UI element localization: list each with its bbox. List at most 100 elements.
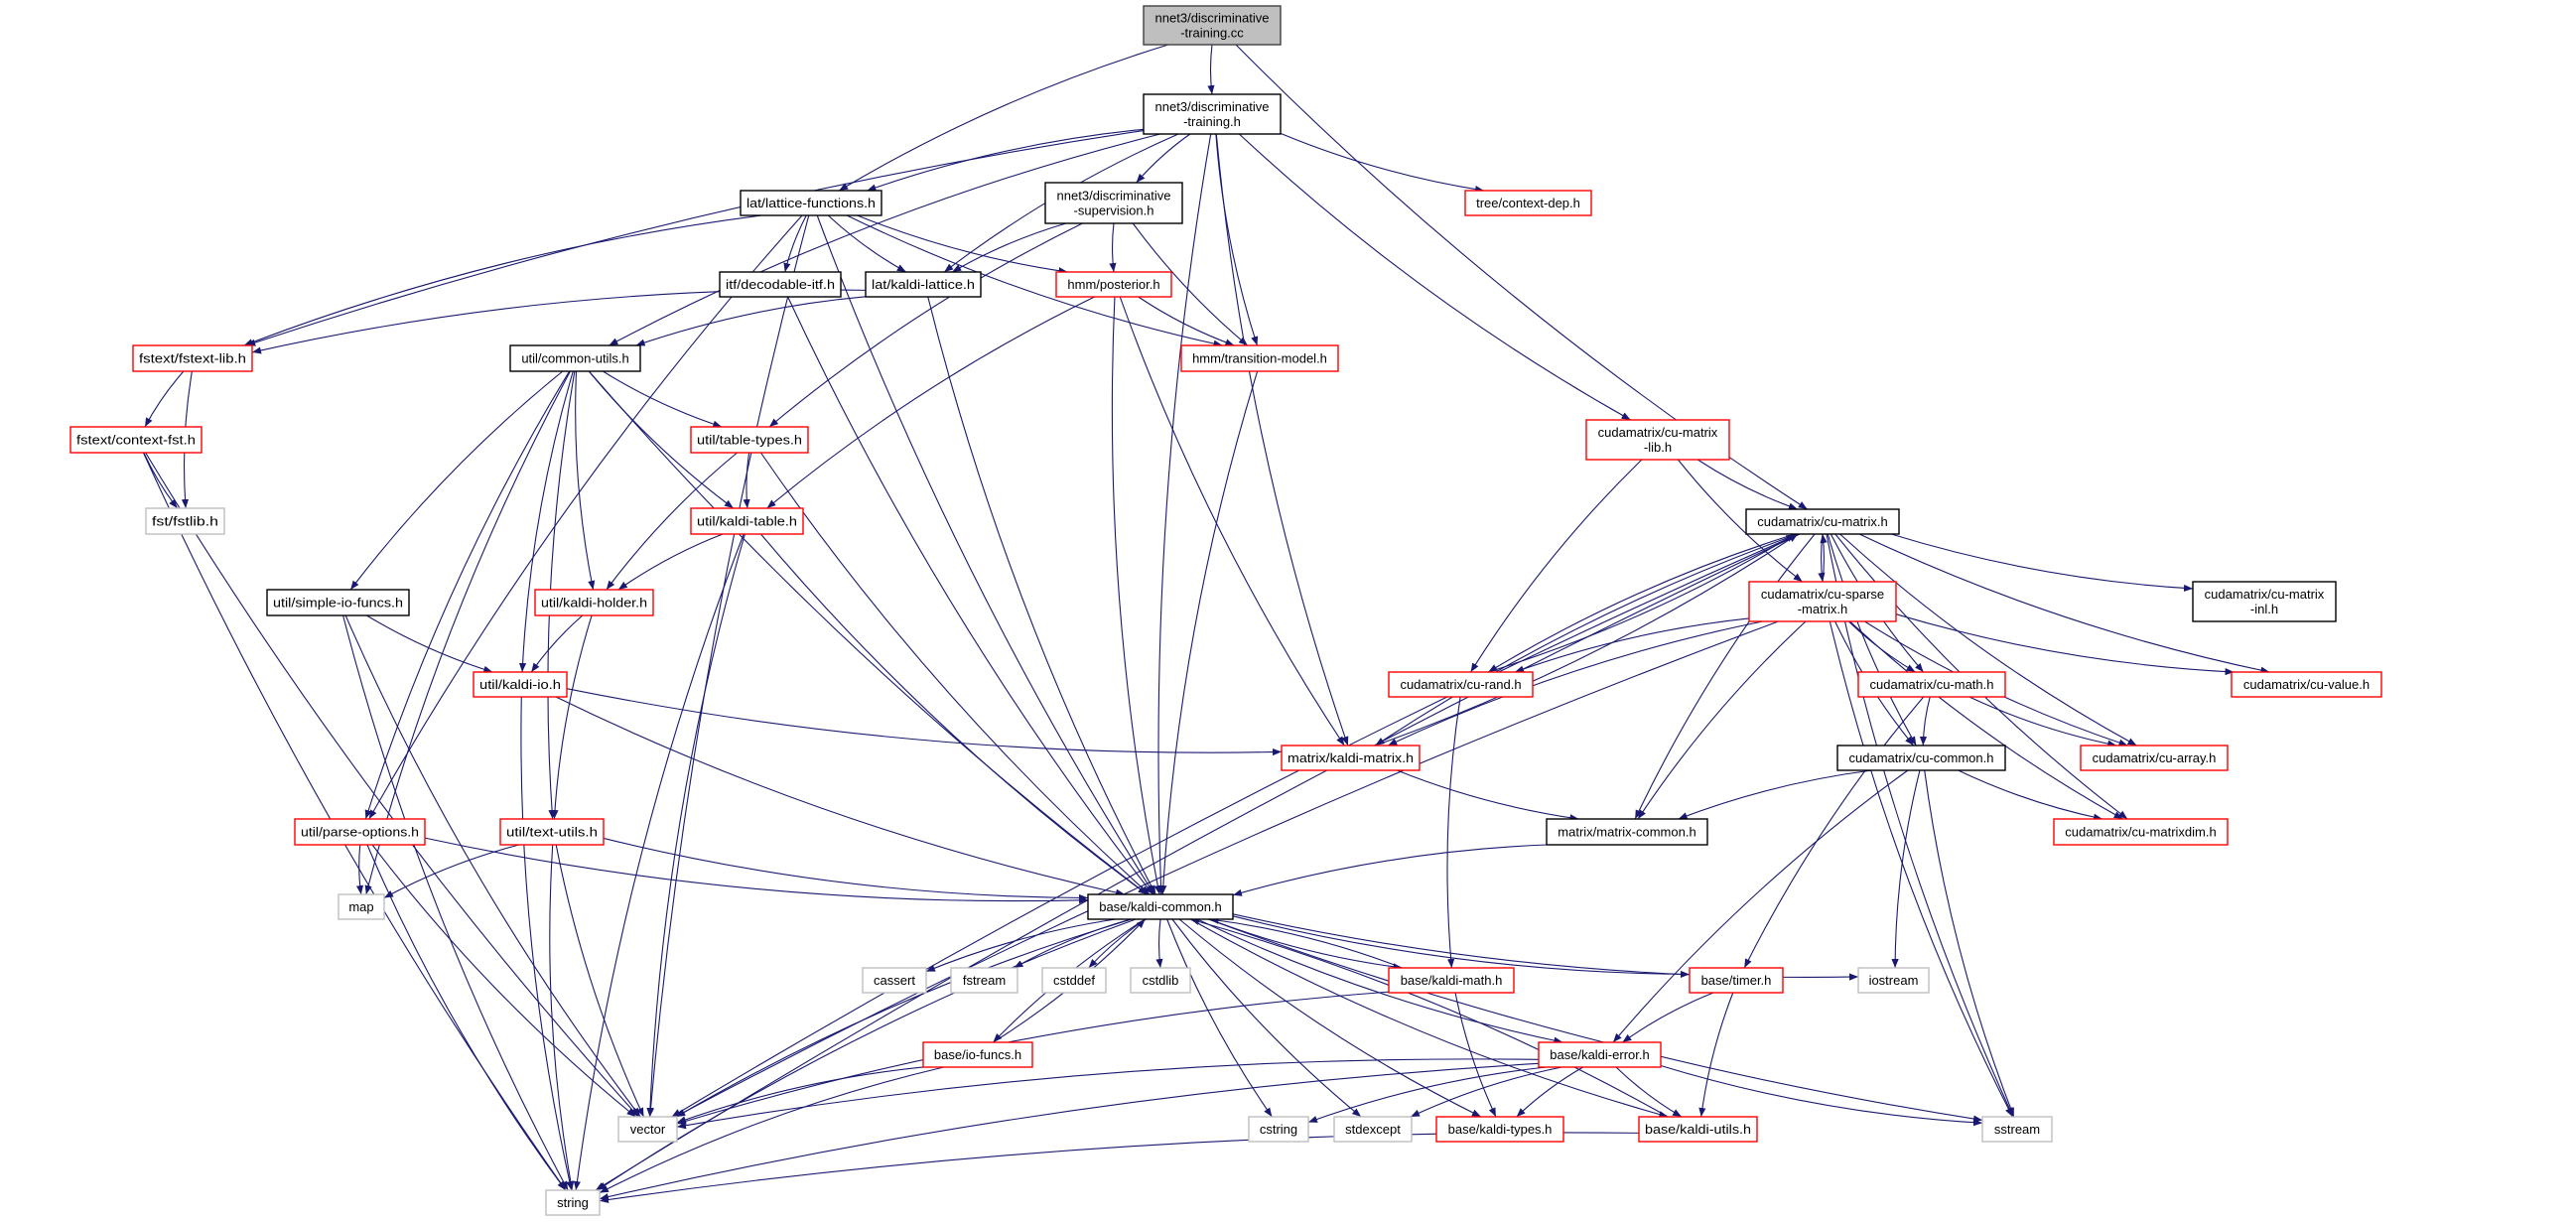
- node-kaldiutils[interactable]: base/kaldi-utils.h: [1638, 1116, 1758, 1143]
- node-matrixcommon[interactable]: matrix/matrix-common.h: [1546, 818, 1708, 846]
- edge-tcc-to-latfun: [838, 44, 1169, 192]
- edge-latfun-to-decitf: [783, 214, 807, 273]
- node-tabletypes[interactable]: util/table-types.h: [690, 426, 809, 454]
- edge-cusparse-to-matrixcommon: [1637, 620, 1807, 820]
- node-iostream: iostream: [1857, 967, 1930, 994]
- node-cuarray[interactable]: cudamatrix/cu-array.h: [2080, 745, 2229, 771]
- node-timer[interactable]: base/timer.h: [1689, 967, 1784, 994]
- edge-tabletypes-to-kalditable: [743, 452, 750, 509]
- edge-kaldicommon-to-kalditypes: [1178, 918, 1482, 1118]
- edge-parseoptions-to-vector: [371, 844, 636, 1118]
- node-box: [499, 818, 605, 846]
- node-textutils[interactable]: util/text-utils.h: [499, 818, 605, 846]
- node-commonutils[interactable]: util/common-utils.h: [509, 344, 641, 372]
- node-label: cudamatrix/cu-matrixdim.h: [2065, 825, 2216, 840]
- edge-th-to-kaldimatrix: [1215, 133, 1349, 747]
- node-kaldiio[interactable]: util/kaldi-io.h: [473, 671, 568, 698]
- node-label: util/parse-options.h: [301, 825, 419, 840]
- node-parseoptions[interactable]: util/parse-options.h: [294, 818, 426, 846]
- node-cucommon[interactable]: cudamatrix/cu-common.h: [1836, 745, 2006, 771]
- edge-tabletypes-to-kaldiholder: [606, 452, 738, 591]
- node-label: -supervision.h: [1074, 204, 1154, 218]
- edge-kalditable-to-string: [573, 533, 745, 1191]
- node-simpleio[interactable]: util/simple-io-funcs.h: [266, 589, 410, 616]
- edge-iofuncs-to-string: [599, 1066, 944, 1194]
- edge-commonutils-to-simpleio: [349, 370, 564, 591]
- node-cassert: cassert: [862, 967, 927, 994]
- node-latfun[interactable]: lat/lattice-functions.h: [740, 190, 882, 216]
- node-cumatrixdim[interactable]: cudamatrix/cu-matrixdim.h: [2053, 818, 2229, 846]
- node-superv[interactable]: nnet3/discriminative-supervision.h: [1044, 182, 1183, 224]
- node-th[interactable]: nnet3/discriminative-training.h: [1143, 93, 1282, 135]
- node-label: util/table-types.h: [697, 433, 802, 448]
- node-box: [1546, 818, 1708, 846]
- edge-th-to-fstextlib: [246, 129, 1145, 346]
- edge-simpleio-to-kaldiio: [366, 614, 493, 673]
- node-cumatlib[interactable]: cudamatrix/cu-matrix-lib.h: [1585, 419, 1730, 461]
- edge-cusparse-to-sstream: [1829, 620, 2013, 1118]
- edge-th-to-superv: [1136, 133, 1191, 184]
- node-label: fstext/context-fst.h: [76, 433, 196, 448]
- node-cumath[interactable]: cudamatrix/cu-math.h: [1857, 671, 2006, 698]
- edge-th-to-cumatlib: [1239, 133, 1631, 421]
- node-contextfst[interactable]: fstext/context-fst.h: [69, 426, 203, 454]
- node-label: cstring: [1260, 1122, 1297, 1137]
- node-cumatrix[interactable]: cudamatrix/cu-matrix.h: [1745, 508, 1900, 535]
- edge-posterior-to-transmodel: [1138, 296, 1235, 346]
- node-label: base/kaldi-common.h: [1099, 899, 1222, 914]
- node-kalditable[interactable]: util/kaldi-table.h: [690, 507, 804, 535]
- node-label: util/kaldi-io.h: [479, 677, 561, 692]
- edge-parseoptions-to-kaldicommon: [424, 837, 1089, 904]
- edge-cumatrix-to-cusparse: [1818, 533, 1826, 583]
- node-kaldicommon[interactable]: base/kaldi-common.h: [1087, 893, 1234, 920]
- node-kaldiholder[interactable]: util/kaldi-holder.h: [534, 589, 654, 616]
- node-transmodel[interactable]: hmm/transition-model.h: [1180, 344, 1339, 372]
- node-cumatinl[interactable]: cudamatrix/cu-matrix-inl.h: [2192, 581, 2337, 622]
- node-label: fst/fstlib.h: [152, 514, 218, 529]
- edge-textutils-to-kaldicommon: [603, 837, 1089, 902]
- edge-kaldiutils-to-kaldicommon: [1190, 917, 1669, 1118]
- edge-contextfst-to-fstlib: [143, 452, 179, 509]
- node-box: [1087, 893, 1234, 920]
- node-box: [2053, 818, 2229, 846]
- node-label: vector: [630, 1122, 666, 1137]
- node-kaldimatrix[interactable]: matrix/kaldi-matrix.h: [1281, 745, 1421, 771]
- node-label: cudamatrix/cu-math.h: [1870, 677, 1994, 692]
- node-contextdep[interactable]: tree/context-dep.h: [1464, 190, 1592, 216]
- edge-cumatrix-to-cuvalue: [1858, 533, 2270, 674]
- edge-textutils-to-string: [549, 844, 575, 1191]
- edge-latfun-to-kaldilat: [827, 214, 907, 273]
- edge-cusparse-to-kaldimatrix: [1388, 620, 1763, 747]
- node-decitf[interactable]: itf/decodable-itf.h: [719, 271, 842, 298]
- node-fstlib: fst/fstlib.h: [145, 507, 225, 535]
- edge-kaldilat-to-commonutils: [635, 296, 867, 346]
- node-kaldilat[interactable]: lat/kaldi-lattice.h: [865, 271, 982, 298]
- node-vector: vector: [617, 1116, 678, 1143]
- node-kaldimath[interactable]: base/kaldi-math.h: [1388, 967, 1515, 994]
- node-curand[interactable]: cudamatrix/cu-rand.h: [1388, 671, 1534, 698]
- node-iofuncs[interactable]: base/io-funcs.h: [922, 1041, 1033, 1068]
- edge-kaldierror-to-string: [599, 1062, 1540, 1201]
- node-label: -training.h: [1183, 114, 1241, 129]
- node-label: cstddef: [1053, 973, 1095, 988]
- edge-matrixcommon-to-kaldicommon: [1232, 844, 1548, 896]
- node-fstextlib[interactable]: fstext/fstext-lib.h: [132, 344, 253, 372]
- edge-cumatrix-to-vector: [671, 533, 1800, 1118]
- node-box: [1745, 508, 1900, 535]
- node-tcc[interactable]: nnet3/discriminative-training.cc: [1143, 5, 1282, 46]
- node-cusparse[interactable]: cudamatrix/cu-sparse-matrix.h: [1748, 581, 1897, 622]
- edge-kaldierror-to-kaldiutils: [1615, 1066, 1683, 1118]
- node-cuvalue[interactable]: cudamatrix/cu-value.h: [2231, 671, 2382, 698]
- node-posterior[interactable]: hmm/posterior.h: [1055, 271, 1172, 298]
- edge-cumatlib-to-cumatrix: [1696, 459, 1799, 510]
- node-label: base/timer.h: [1701, 973, 1772, 988]
- node-label: cudamatrix/cu-matrix.h: [1757, 514, 1887, 529]
- node-box: [862, 967, 927, 994]
- node-label: lat/lattice-functions.h: [746, 196, 876, 210]
- node-kalditypes[interactable]: base/kaldi-types.h: [1435, 1116, 1564, 1143]
- node-label: util/common-utils.h: [521, 351, 628, 366]
- edge-curand-to-kaldimath: [1446, 696, 1461, 969]
- edge-cucommon-to-kaldierror: [1612, 769, 1909, 1043]
- node-kaldierror[interactable]: base/kaldi-error.h: [1538, 1041, 1662, 1068]
- node-box: [617, 1116, 678, 1143]
